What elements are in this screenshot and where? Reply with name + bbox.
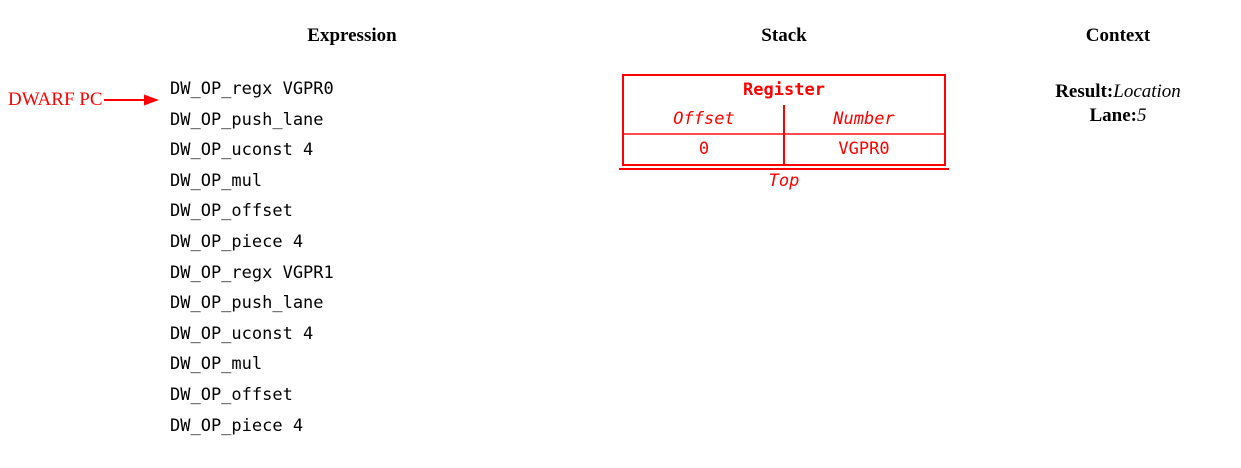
column-heading-context: Context <box>1085 25 1151 46</box>
expression-line: DW_OP_push_lane <box>170 109 324 130</box>
expression-line: DW_OP_uconst 4 <box>170 323 314 344</box>
expression-line: DW_OP_push_lane <box>170 293 324 314</box>
column-heading-stack: Stack <box>761 25 807 46</box>
dwarf-pc-label: DWARF PC <box>8 89 103 110</box>
expression-line: DW_OP_offset <box>170 201 293 222</box>
expression-line: DW_OP_regx VGPR0 <box>170 79 334 99</box>
expression-line: DW_OP_mul <box>170 354 263 375</box>
expression-line: DW_OP_piece 4 <box>170 231 304 252</box>
context-key-lane: Lane: <box>1089 105 1138 126</box>
expression-line: DW_OP_regx VGPR1 <box>170 262 334 283</box>
dwarf-pc-marker: DWARF PC <box>8 89 160 111</box>
cell-number-value: VGPR0 <box>784 133 944 164</box>
stack-entry-title: Register <box>743 80 825 100</box>
stack-top-label: Top <box>768 171 800 191</box>
stack-diagram: Register Offset 0 Number VGPR0 Top <box>619 74 949 192</box>
stack-base-rule <box>619 168 949 170</box>
cell-offset-value: 0 <box>624 133 784 164</box>
context-key-result: Result: <box>1055 81 1114 102</box>
stack-entry-register: Register Offset 0 Number VGPR0 <box>622 74 946 166</box>
stack-entry-column-number: Number VGPR0 <box>784 105 944 164</box>
stack-entry-columns: Offset 0 Number VGPR0 <box>624 105 944 164</box>
context-value-result: Location <box>1113 81 1181 102</box>
context-row-result: Result:Location <box>1055 80 1181 104</box>
column-divider <box>783 105 785 164</box>
context-row-lane: Lane:5 <box>1055 104 1181 128</box>
expression-line: DW_OP_uconst 4 <box>170 140 314 161</box>
expression-line: DW_OP_mul <box>170 170 263 191</box>
stack-entry-column-offset: Offset 0 <box>624 105 784 164</box>
context-panel: Result:Location Lane:5 <box>1055 80 1181 128</box>
column-heading-expression: Expression <box>307 25 397 46</box>
column-header-number: Number <box>833 109 895 129</box>
context-value-lane: 5 <box>1137 105 1147 126</box>
expression-line: DW_OP_offset <box>170 384 293 405</box>
expression-listing: DW_OP_regx VGPR0 DW_OP_push_lane DW_OP_u… <box>170 74 334 441</box>
expression-line: DW_OP_piece 4 <box>170 415 304 436</box>
arrow-right-icon <box>103 94 159 106</box>
column-header-offset: Offset <box>673 109 735 129</box>
